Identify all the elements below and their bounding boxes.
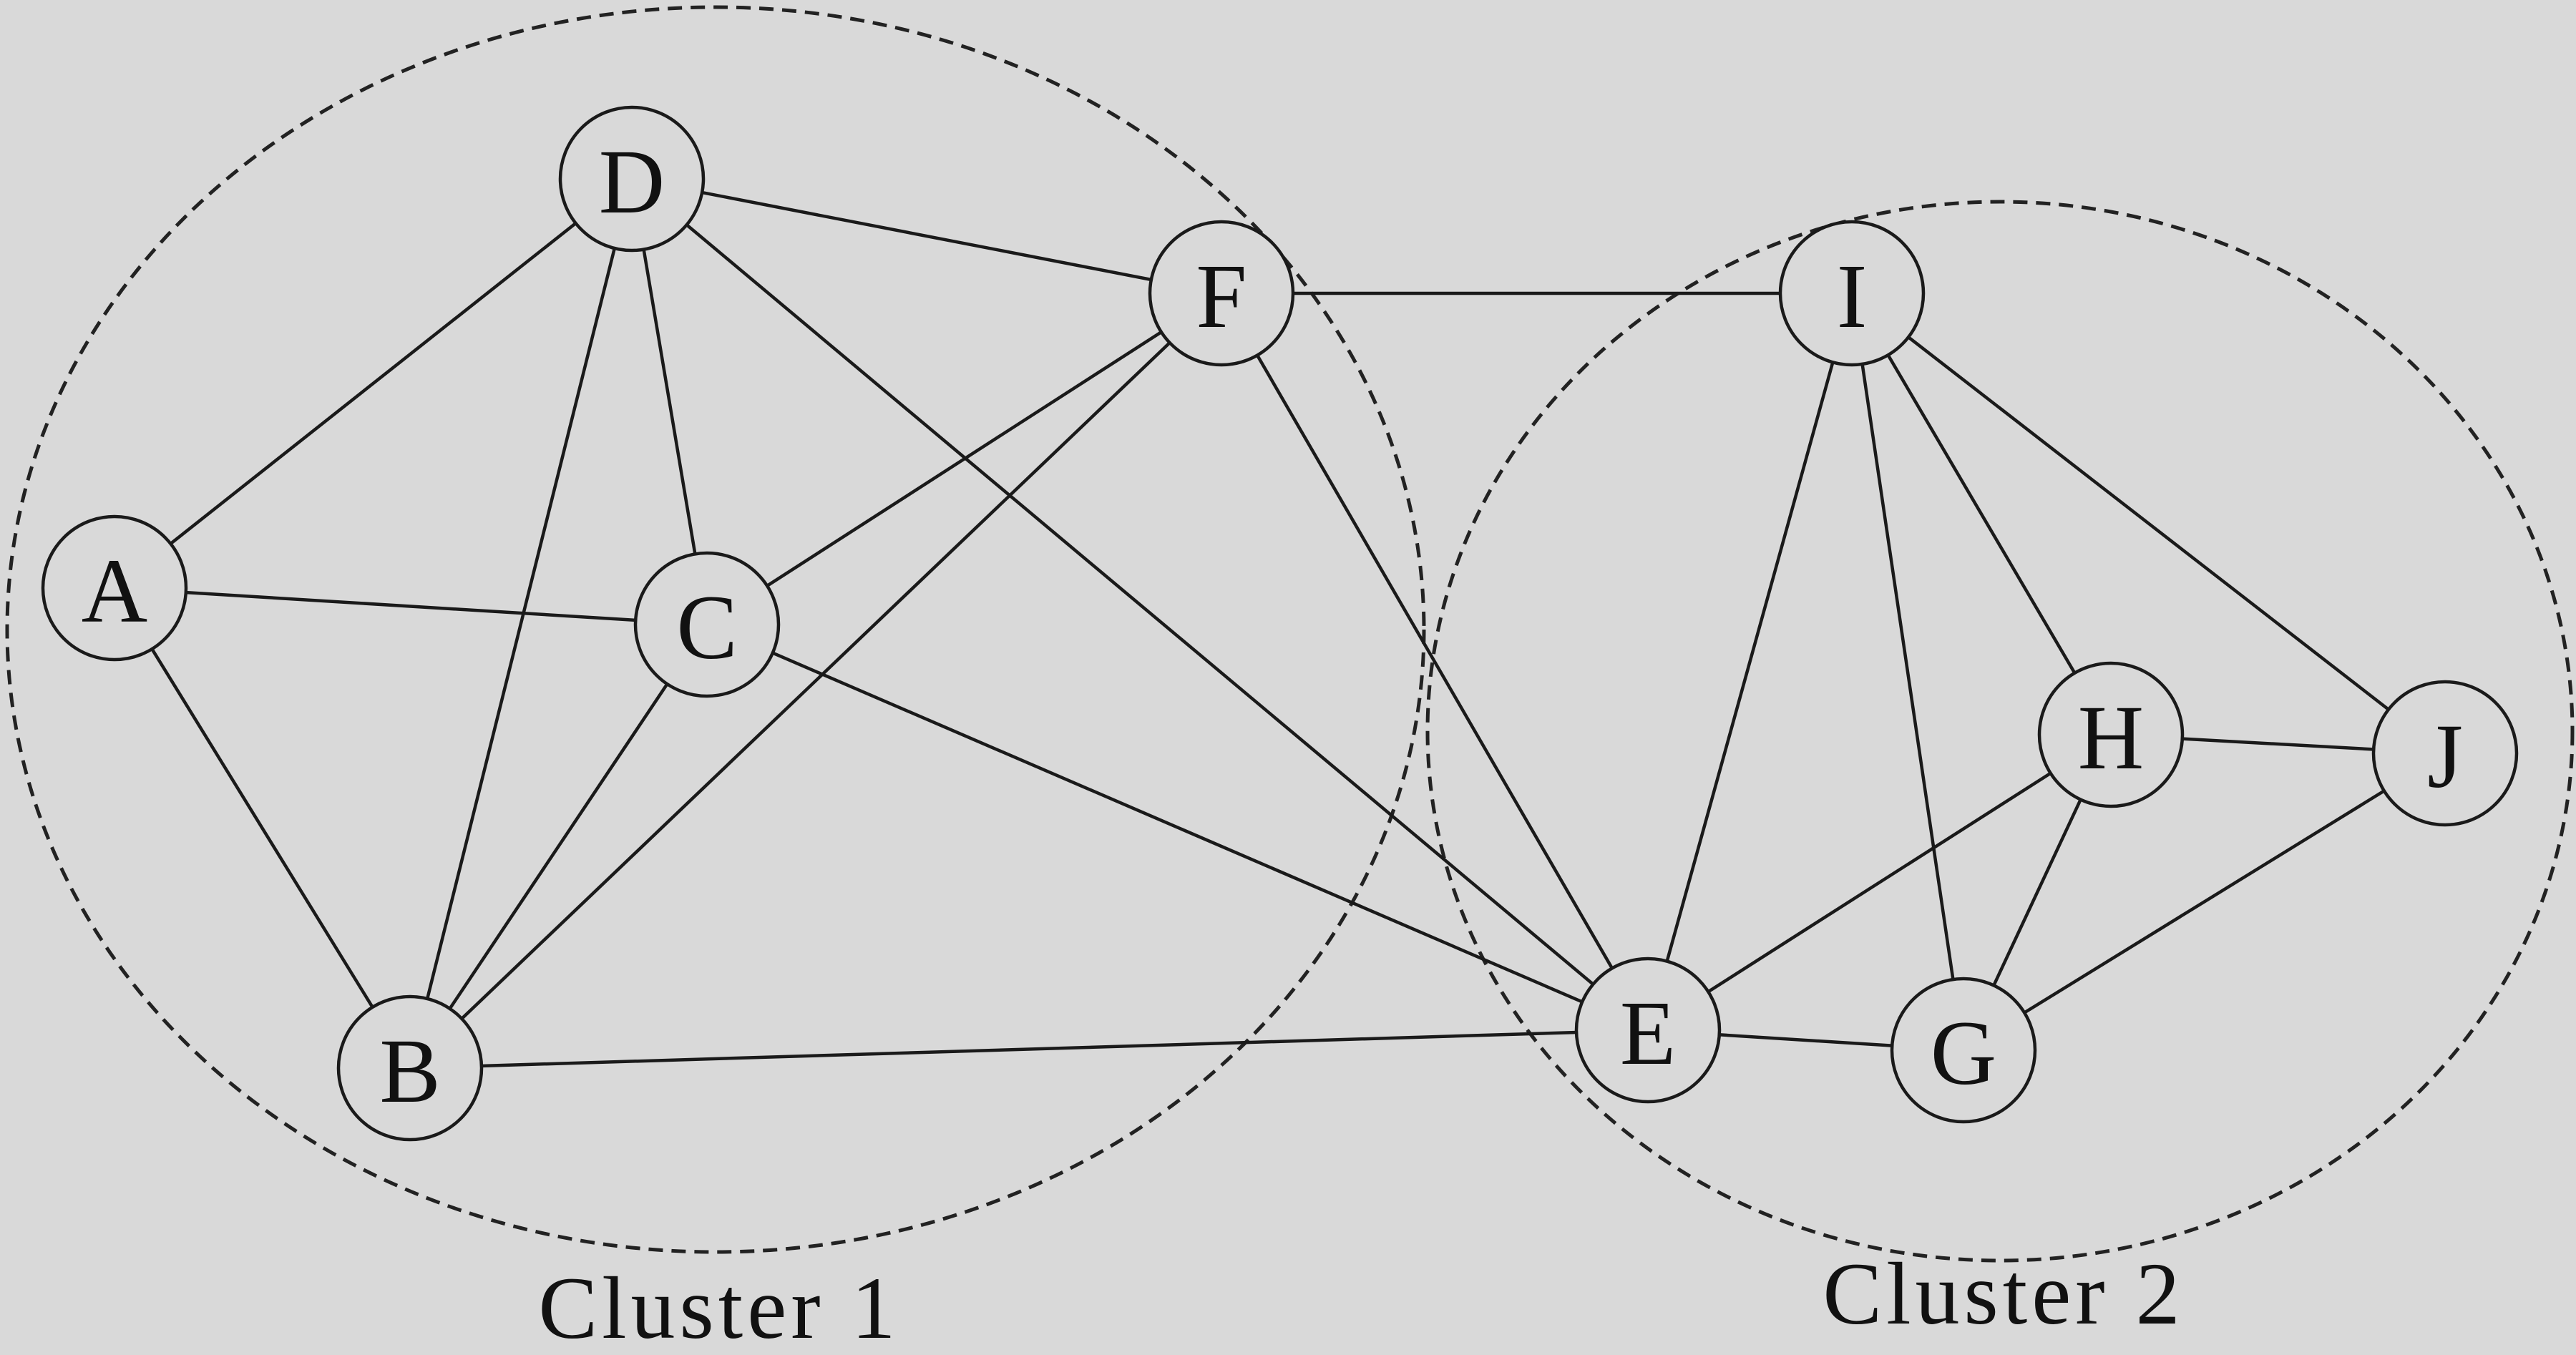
node-label: E [1620, 982, 1676, 1084]
edge-h-e [1646, 733, 2112, 1032]
node-circle [41, 514, 188, 662]
node-label: I [1837, 245, 1868, 347]
node-circle [336, 994, 484, 1142]
node-label: G [1931, 1002, 1996, 1104]
node-h: H [2037, 661, 2185, 808]
edge-d-b [408, 178, 634, 1069]
edge-i-e [1646, 293, 1854, 1031]
node-d: D [558, 105, 706, 253]
node-j: J [2371, 680, 2519, 827]
edge-i-j [1850, 292, 2446, 755]
node-circle [2371, 680, 2519, 827]
edge-b-e [409, 1028, 1649, 1070]
edge-c-b [409, 623, 708, 1070]
node-a: A [41, 514, 188, 662]
cluster-2-label: Cluster 2 [1823, 1245, 2184, 1343]
cluster-2-boundary [1425, 200, 2575, 1263]
node-circle [558, 105, 706, 253]
node-label: B [379, 1020, 440, 1122]
edge-a-d [113, 177, 633, 590]
node-f: F [1148, 220, 1295, 367]
node-circle [1574, 957, 1722, 1104]
node-circle [1778, 220, 1926, 367]
node-c: C [633, 551, 781, 698]
edge-a-c [114, 586, 708, 627]
node-circle [2037, 661, 2185, 808]
node-label: C [676, 577, 737, 678]
edge-d-e [630, 177, 1649, 1032]
edge-c-e [706, 622, 1649, 1032]
edge-f-b [409, 292, 1223, 1070]
node-e: E [1574, 957, 1722, 1104]
node-i: I [1778, 220, 1926, 367]
node-circle [1148, 220, 1295, 367]
node-label: D [599, 131, 665, 233]
edge-a-b [113, 587, 411, 1070]
node-g: G [1890, 977, 2037, 1124]
edge-g-j [1962, 752, 2446, 1052]
edge-d-f [631, 177, 1222, 295]
node-b: B [336, 994, 484, 1142]
node-circle [633, 551, 781, 698]
node-label: F [1196, 245, 1246, 347]
node-label: A [82, 540, 147, 642]
nodes-layer: A B C D F I H J E G [41, 105, 2519, 1142]
node-label: J [2427, 705, 2463, 807]
cluster-1-label: Cluster 1 [538, 1259, 899, 1355]
node-circle [1890, 977, 2037, 1124]
edge-i-g [1850, 293, 1966, 1051]
edge-f-e [1220, 292, 1649, 1032]
edge-i-h [1850, 292, 2112, 736]
node-label: H [2078, 687, 2144, 788]
edge-d-c [630, 178, 709, 625]
edge-f-c [706, 292, 1223, 626]
cluster-1-boundary [5, 5, 1426, 1254]
